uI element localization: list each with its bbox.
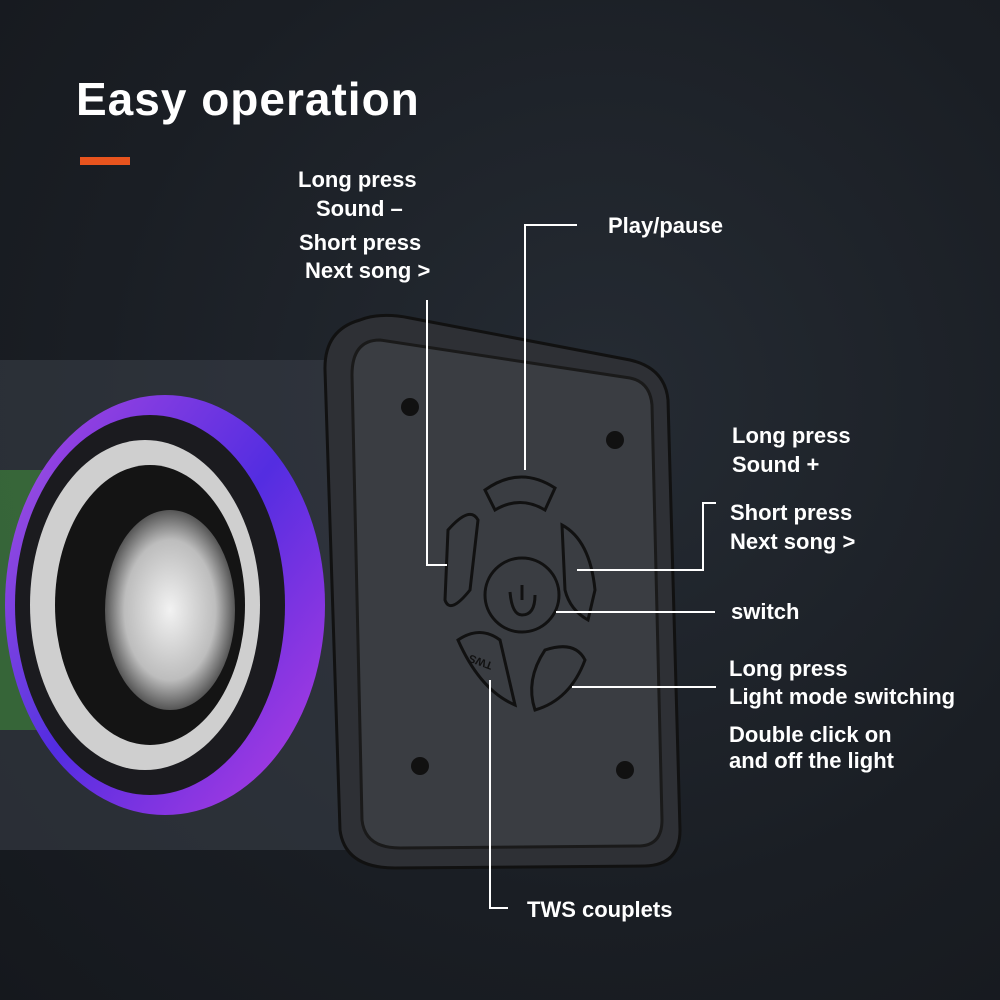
label-prev-short-action: Next song > [305, 258, 431, 283]
label-switch: switch [731, 599, 800, 624]
label-light-long-action: Light mode switching [729, 684, 956, 709]
label-light-long: Long press [729, 656, 848, 681]
label-light-double: Double click on [729, 722, 892, 747]
play-pause-button [483, 475, 557, 513]
sound-minus-button [443, 512, 480, 608]
sound-plus-button [560, 522, 597, 623]
driver-cone [105, 510, 235, 710]
label-prev-long-action: Sound – [316, 196, 403, 221]
label-tws: TWS couplets [527, 897, 673, 922]
screws [401, 398, 634, 779]
light-button [530, 645, 587, 712]
tws-button [456, 631, 518, 708]
label-next-long-action: Sound + [732, 452, 820, 477]
label-prev-long: Long press [298, 167, 417, 192]
label-next-short-action: Next song > [730, 529, 856, 554]
label-play-pause: Play/pause [608, 213, 723, 238]
label-prev-short: Short press [299, 230, 422, 255]
label-next-long: Long press [732, 423, 851, 448]
label-next-short: Short press [730, 500, 853, 525]
page-title: Easy operation [76, 73, 420, 125]
label-light-double-action: and off the light [729, 748, 894, 773]
leader-lines [426, 224, 716, 909]
title-accent-bar [80, 157, 130, 165]
power-icon [508, 591, 537, 617]
